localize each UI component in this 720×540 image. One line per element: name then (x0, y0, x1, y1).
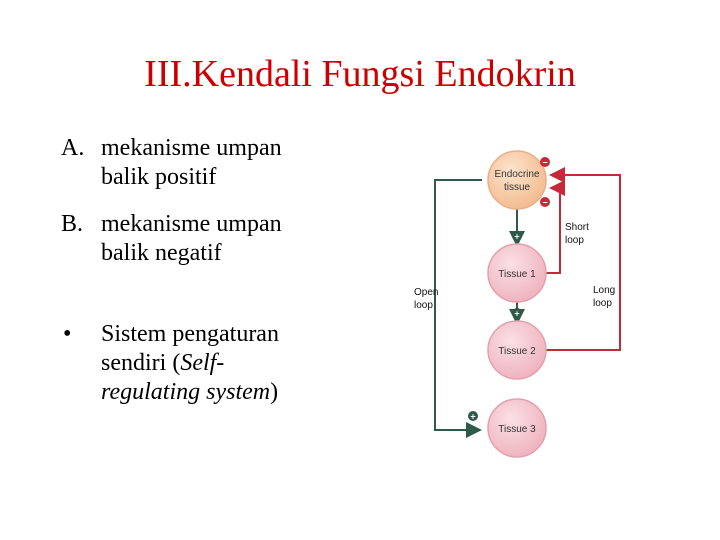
sign-label: + (514, 309, 519, 319)
list-line: balik positif (101, 164, 217, 190)
sign-label: + (514, 232, 519, 242)
list-line: balik negatif (101, 240, 222, 266)
tissue-2-node: Tissue 2 (487, 320, 547, 380)
list-item-text: mekanisme umpan balik negatif (101, 210, 282, 268)
long-loop-arrow (540, 167, 621, 351)
endocrine-feedback-diagram: Endocrine tissue Tissue 1 Tissue 2 Tissu… (414, 150, 621, 458)
list-item-positive-feedback: A. mekanisme umpan balik positif (61, 134, 361, 194)
slide-title: III.Kendali Fungsi Endokrin (144, 53, 576, 95)
sign-label: − (542, 158, 547, 168)
plus-sign-icon: + (512, 308, 522, 319)
open-loop-label: Open (414, 287, 438, 298)
long-loop-label: Long (593, 285, 615, 296)
node-label: Endocrine (494, 169, 539, 180)
sign-label: − (542, 198, 547, 208)
short-loop-label: Short (565, 222, 589, 233)
endocrine-tissue-node: Endocrine tissue (487, 150, 547, 210)
open-loop-arrow (434, 179, 482, 438)
bullet-marker: • (63, 321, 72, 347)
minus-sign-icon: − (540, 197, 550, 208)
plus-sign-icon: + (512, 231, 522, 242)
list-line: mekanisme umpan (101, 211, 282, 237)
list-line-plain: sendiri ( (101, 350, 181, 376)
list-line: Sistem pengaturan (101, 321, 279, 347)
tissue-1-node: Tissue 1 (487, 243, 547, 303)
list-item-self-regulating: • Sistem pengaturan sendiri (Self- regul… (61, 320, 361, 415)
list-line-italic: regulating system (101, 379, 271, 405)
list-item-text: Sistem pengaturan sendiri (Self- regulat… (101, 320, 279, 407)
long-loop-label: loop (593, 298, 612, 309)
node-label: Tissue 2 (498, 346, 536, 357)
tissue-3-node: Tissue 3 (487, 398, 547, 458)
node-label: Tissue 3 (498, 424, 536, 435)
list-line: mekanisme umpan (101, 135, 282, 161)
list-marker-b: B. (61, 211, 84, 237)
list-item-text: mekanisme umpan balik positif (101, 134, 282, 192)
list-line-italic: Self- (180, 350, 225, 376)
node-label: tissue (504, 182, 531, 193)
list-line: sendiri (Self- (101, 349, 279, 378)
node-label: Tissue 1 (498, 269, 536, 280)
list-marker-a: A. (61, 135, 85, 161)
plus-sign-icon: + (468, 411, 478, 422)
minus-sign-icon: − (540, 157, 550, 168)
list-item-negative-feedback: B. mekanisme umpan balik negatif (61, 210, 361, 270)
list-line: regulating system) (101, 378, 279, 407)
short-loop-arrow (540, 180, 565, 274)
short-loop-label: loop (565, 235, 584, 246)
open-loop-label: loop (414, 300, 433, 311)
sign-label: + (470, 412, 475, 422)
list-line-close: ) (270, 379, 279, 405)
